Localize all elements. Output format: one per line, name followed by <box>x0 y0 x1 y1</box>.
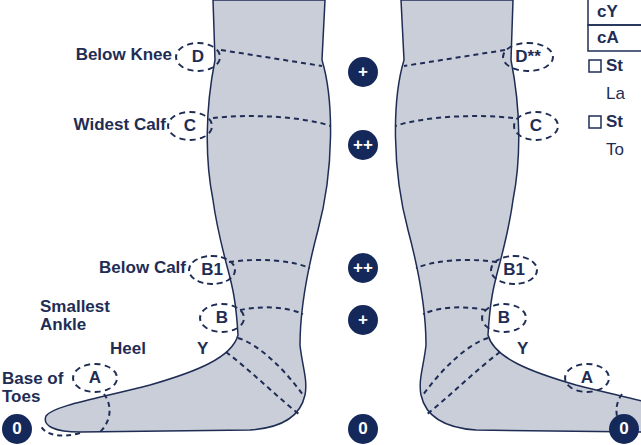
compression-mark: 0 <box>619 420 628 439</box>
compression-circle: + <box>348 305 378 335</box>
measure-name: Below Knee <box>76 46 172 64</box>
measure-ellipse: B <box>199 303 245 334</box>
measure-name: Base of Toes <box>2 370 68 406</box>
point-letter: B1 <box>201 261 223 280</box>
compression-mark: 0 <box>358 420 367 439</box>
point-letter: C <box>530 117 542 136</box>
checkbox-label: St <box>606 113 623 131</box>
compression-mark: 0 <box>12 420 21 439</box>
compression-circle: 0 <box>2 414 32 444</box>
measure-ellipse: B <box>481 303 527 334</box>
compression-mark: ++ <box>353 259 373 278</box>
compression-mark: ++ <box>353 136 373 155</box>
left-leg <box>40 0 331 436</box>
point-letter: B <box>216 309 228 328</box>
point-letter: D <box>192 48 204 67</box>
compression-circle: + <box>348 57 378 87</box>
measure-ellipse: D** <box>502 42 554 73</box>
chart-table <box>588 0 641 128</box>
point-letter: A <box>581 369 593 388</box>
checkbox-note: To <box>606 141 624 159</box>
point-letter: B1 <box>503 261 525 280</box>
measure-ellipse: B1 <box>188 255 236 286</box>
point-letter: Y <box>197 340 208 358</box>
measure-name: Smallest Ankle <box>40 298 150 334</box>
table-cell: cA <box>597 29 619 47</box>
checkbox-note: La <box>606 85 625 103</box>
measure-ellipse: C <box>513 111 559 142</box>
compression-circle: 0 <box>609 414 639 444</box>
compression-circle: ++ <box>348 130 378 160</box>
measure-name: Heel <box>110 340 146 358</box>
right-leg <box>395 0 641 436</box>
compression-mark: + <box>358 63 368 82</box>
point-letter: D** <box>515 48 541 67</box>
compression-mark: + <box>358 311 368 330</box>
measure-ellipse: A <box>564 363 610 394</box>
point-letter: Y <box>517 340 528 358</box>
checkbox-label: St <box>606 57 623 75</box>
measure-name: Widest Calf <box>74 116 166 134</box>
measure-ellipse: B1 <box>490 255 538 286</box>
compression-circle: ++ <box>348 253 378 283</box>
measure-name: Below Calf <box>99 259 186 277</box>
measure-ellipse: C <box>167 111 213 142</box>
compression-circle: 0 <box>348 414 378 444</box>
point-letter: B <box>498 309 510 328</box>
table-cell: cY <box>597 3 618 21</box>
measure-ellipse: D <box>175 42 221 73</box>
measure-ellipse: A <box>72 363 118 394</box>
point-letter: A <box>89 369 101 388</box>
point-letter: C <box>184 117 196 136</box>
